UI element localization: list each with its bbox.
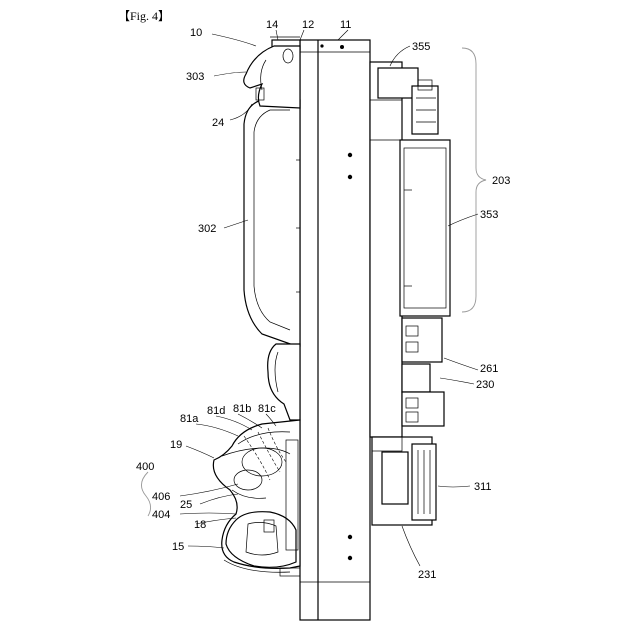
label-355: 355 — [412, 41, 430, 53]
label-406: 406 — [152, 491, 170, 503]
label-25: 25 — [180, 499, 192, 511]
label-231: 231 — [418, 569, 436, 581]
brace-203 — [462, 48, 486, 312]
backrest-302 — [244, 100, 300, 346]
label-353: 353 — [480, 209, 498, 221]
label-81a: 81a — [180, 413, 199, 425]
label-15: 15 — [172, 541, 184, 553]
headrest-303 — [244, 46, 300, 108]
main-plate — [300, 40, 370, 620]
label-81b: 81b — [233, 403, 251, 415]
label-18: 18 — [194, 519, 206, 531]
label-24: 24 — [212, 117, 224, 129]
label-11: 11 — [340, 19, 351, 31]
label-404: 404 — [152, 509, 170, 521]
label-311: 311 — [474, 481, 492, 493]
label-230: 230 — [476, 379, 494, 391]
label-303: 303 — [186, 71, 204, 83]
label-261: 261 — [480, 363, 498, 375]
label-10: 10 — [190, 27, 202, 39]
label-203: 203 — [492, 175, 510, 187]
right-apparatus — [370, 62, 450, 525]
label-400: 400 — [136, 461, 154, 473]
label-14: 14 — [266, 19, 278, 31]
lower-assembly-400 — [213, 420, 300, 576]
label-81c: 81c — [258, 403, 276, 415]
label-81d: 81d — [207, 405, 225, 417]
label-12: 12 — [302, 19, 314, 31]
label-19: 19 — [170, 439, 182, 451]
figure-caption: 【Fig. 4】 — [118, 9, 170, 23]
label-302: 302 — [198, 223, 216, 235]
